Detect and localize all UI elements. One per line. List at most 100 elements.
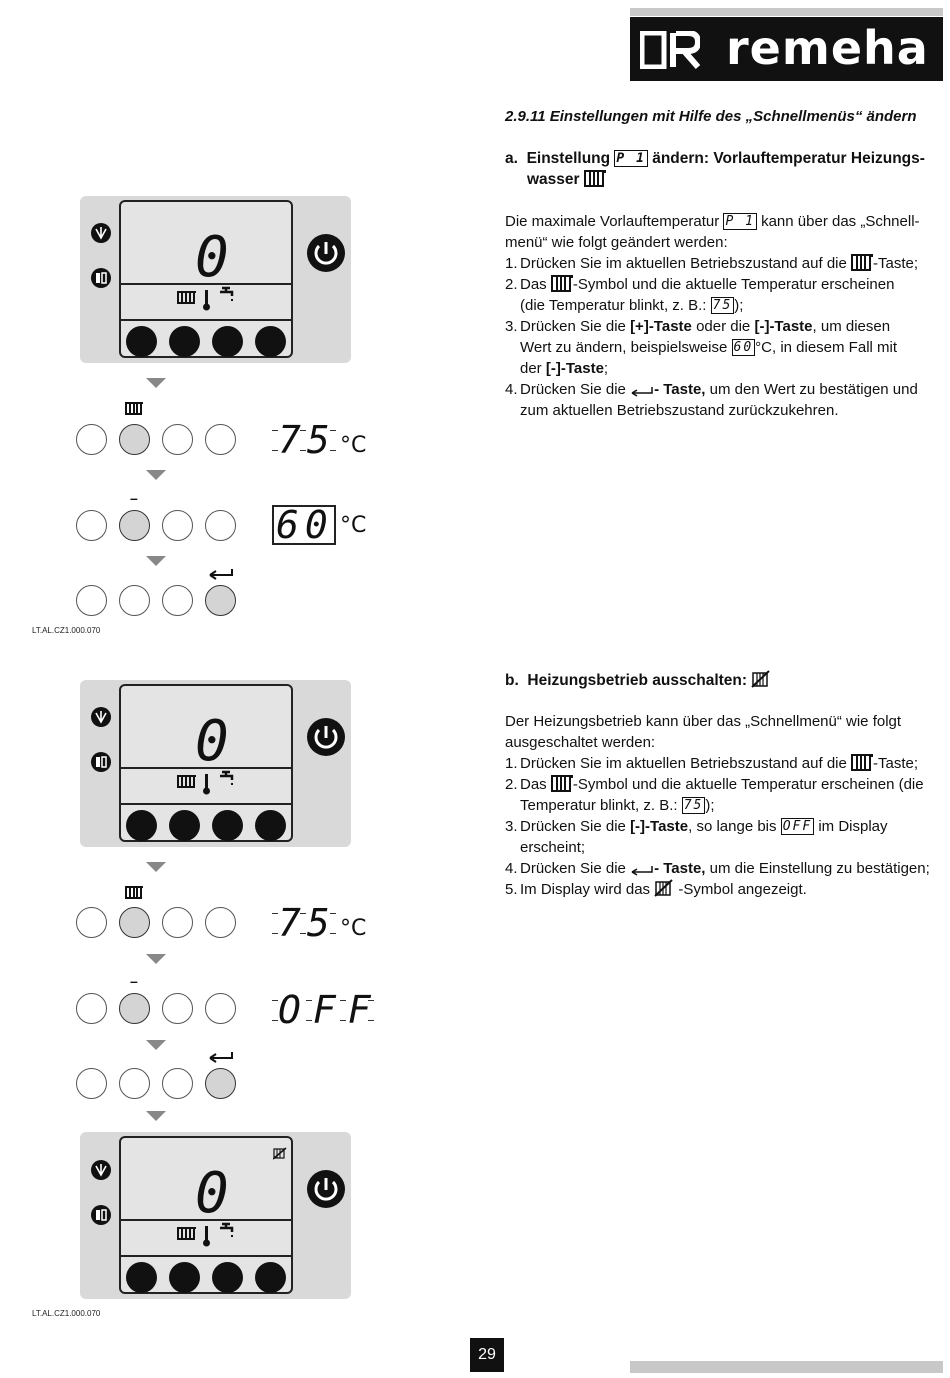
control-panel: 0 xyxy=(80,680,351,847)
control-button[interactable] xyxy=(76,1068,107,1099)
service-icon xyxy=(91,223,111,243)
control-button[interactable] xyxy=(162,510,193,541)
section-heading: 2.9.11 Einstellungen mit Hilfe des „Schn… xyxy=(505,108,917,125)
control-button-pressed[interactable] xyxy=(205,1068,236,1099)
heating-off-icon xyxy=(273,1147,287,1160)
param-code-p1: P 1 xyxy=(614,150,648,167)
enter-arrow-icon xyxy=(631,866,653,876)
remeha-logo: remeha xyxy=(630,17,943,81)
arrow-down-icon xyxy=(146,1040,166,1050)
info-icon xyxy=(91,268,111,288)
arrow-down-icon xyxy=(146,556,166,566)
enter-arrow-icon xyxy=(209,1052,233,1063)
list-item: 4.Drücken Sie die - Taste, um den Wert z… xyxy=(505,381,918,419)
control-button[interactable] xyxy=(212,326,243,357)
control-panel-heating-off: 0 xyxy=(80,1132,351,1299)
info-icon xyxy=(91,1205,111,1225)
control-button[interactable] xyxy=(76,585,107,616)
arrow-down-icon xyxy=(146,954,166,964)
page-number: 29 xyxy=(470,1338,504,1372)
part-a-body: Die maximale Vorlauftemperatur P 1 kann … xyxy=(505,211,945,421)
control-button[interactable] xyxy=(126,810,157,841)
service-icon xyxy=(91,1160,111,1180)
control-button[interactable] xyxy=(76,510,107,541)
service-icon xyxy=(91,707,111,727)
heating-off-icon xyxy=(751,670,771,688)
control-button[interactable] xyxy=(162,585,193,616)
control-button[interactable] xyxy=(212,810,243,841)
control-button-pressed[interactable] xyxy=(205,585,236,616)
radiator-icon xyxy=(550,775,573,792)
list-item: 2.Das -Symbol und die aktuelle Temperatu… xyxy=(505,775,924,814)
control-button[interactable] xyxy=(119,1068,150,1099)
radiator-icon xyxy=(550,275,573,292)
control-button[interactable] xyxy=(255,810,286,841)
arrow-down-icon xyxy=(146,378,166,388)
control-button[interactable] xyxy=(169,810,200,841)
info-icon xyxy=(91,752,111,772)
radiator-icon xyxy=(583,170,606,187)
figure-caption: LT.AL.CZ1.000.070 xyxy=(32,626,101,635)
control-button-pressed[interactable] xyxy=(119,424,150,455)
control-button[interactable] xyxy=(162,1068,193,1099)
control-button[interactable] xyxy=(205,510,236,541)
minus-label: – xyxy=(130,973,138,989)
brand-name: remeha xyxy=(726,21,929,75)
control-button[interactable] xyxy=(76,993,107,1024)
power-icon xyxy=(307,1170,345,1208)
minus-label: – xyxy=(130,490,138,506)
list-item: 2.Das -Symbol und die aktuelle Temperatu… xyxy=(505,275,895,314)
list-item: 4.Drücken Sie die - Taste, um die Einste… xyxy=(505,860,930,877)
control-button[interactable] xyxy=(162,424,193,455)
enter-arrow-icon xyxy=(209,569,233,580)
control-button-pressed[interactable] xyxy=(119,993,150,1024)
control-button[interactable] xyxy=(119,585,150,616)
list-item: 3.Drücken Sie die [-]-Taste, so lange bi… xyxy=(505,818,888,856)
lcd-digit: 0 xyxy=(195,1161,229,1226)
radiator-icon xyxy=(851,754,874,771)
control-button-pressed[interactable] xyxy=(119,907,150,938)
power-icon xyxy=(307,718,345,756)
control-button[interactable] xyxy=(205,424,236,455)
part-b-heading: b. Heizungsbetrieb ausschalten: xyxy=(505,670,945,691)
header-band xyxy=(630,8,943,16)
radiator-icon xyxy=(125,886,143,899)
lcd-display: 0 xyxy=(119,1136,293,1294)
control-button[interactable] xyxy=(126,1262,157,1293)
arrow-down-icon xyxy=(146,862,166,872)
control-button[interactable] xyxy=(205,993,236,1024)
control-button[interactable] xyxy=(205,907,236,938)
control-button[interactable] xyxy=(162,993,193,1024)
radiator-thermometer-tap-icon xyxy=(177,770,234,795)
heating-off-icon xyxy=(654,879,673,897)
control-button[interactable] xyxy=(76,424,107,455)
part-a-heading: a. Einstellung P 1 ändern: Vorlauftemper… xyxy=(505,150,925,188)
lcd-display: 0 xyxy=(119,200,293,358)
control-button[interactable] xyxy=(212,1262,243,1293)
figure-caption: LT.AL.CZ1.000.070 xyxy=(32,1309,101,1318)
list-item: 5.Im Display wird das -Symbol angezeigt. xyxy=(505,879,807,898)
list-item: 1.Drücken Sie im aktuellen Betriebszusta… xyxy=(505,754,919,772)
control-button[interactable] xyxy=(169,326,200,357)
display-60: 60 xyxy=(272,505,336,545)
control-button-pressed[interactable] xyxy=(119,510,150,541)
control-button[interactable] xyxy=(255,326,286,357)
radiator-thermometer-tap-icon xyxy=(177,1222,234,1247)
lcd-digit: 0 xyxy=(195,709,229,774)
list-item: 3.Drücken Sie die [+]-Taste oder die [-]… xyxy=(505,318,898,377)
control-button[interactable] xyxy=(76,907,107,938)
radiator-icon xyxy=(125,402,143,415)
enter-arrow-icon xyxy=(631,387,653,397)
footer-band xyxy=(630,1361,943,1373)
control-button[interactable] xyxy=(126,326,157,357)
control-panel: 0 xyxy=(80,196,351,363)
radiator-icon xyxy=(851,254,874,271)
part-b-body: Der Heizungsbetrieb kann über das „Schne… xyxy=(505,711,945,900)
unit-label: °C xyxy=(340,513,367,538)
radiator-thermometer-tap-icon xyxy=(177,286,234,311)
list-item: 1.Drücken Sie im aktuellen Betriebszusta… xyxy=(505,254,919,272)
control-button[interactable] xyxy=(169,1262,200,1293)
power-icon xyxy=(307,234,345,272)
control-button[interactable] xyxy=(162,907,193,938)
control-button[interactable] xyxy=(255,1262,286,1293)
